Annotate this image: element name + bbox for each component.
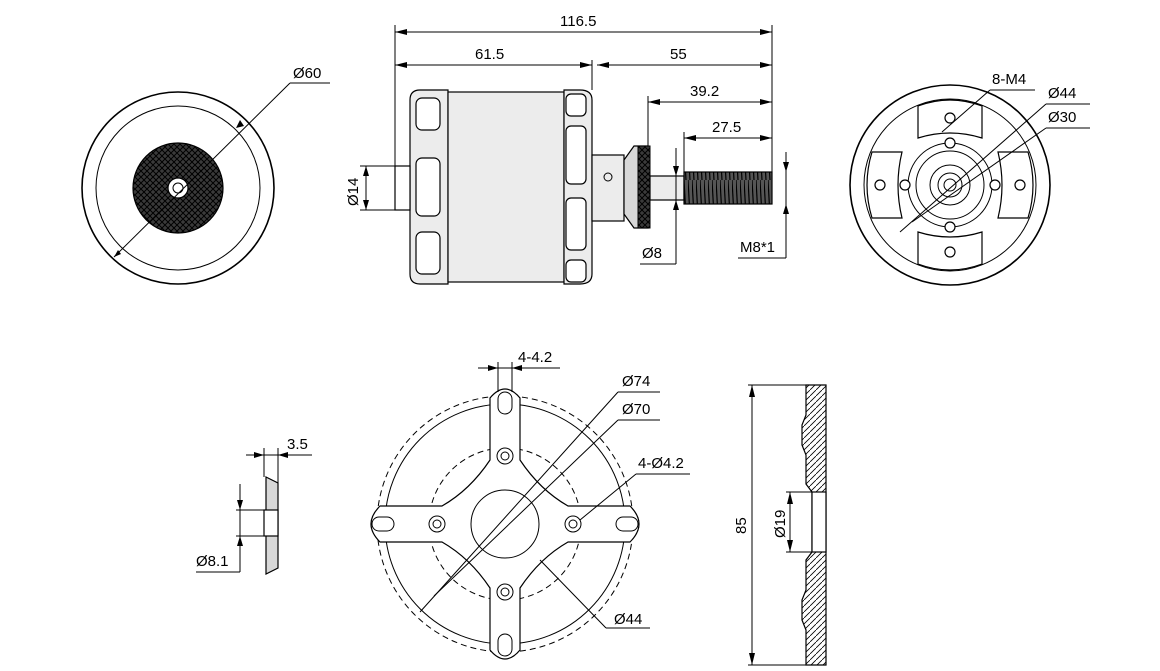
side-view: 116.5 61.5 55 39.2 27.5 Ø14 bbox=[345, 13, 789, 285]
mount-hole bbox=[874, 179, 886, 191]
dim-body-length: 61.5 bbox=[475, 46, 504, 63]
rear-shaft-stub bbox=[394, 165, 411, 211]
dim-overall-length: 116.5 bbox=[560, 13, 596, 30]
mount-hole bbox=[944, 221, 956, 233]
front-collar bbox=[591, 154, 625, 222]
front-center-hole bbox=[172, 182, 184, 194]
dim-mount-holes: 8-M4 bbox=[992, 71, 1026, 88]
dim-mount-circle-inner: Ø30 bbox=[1048, 109, 1076, 126]
cross-mount-view: 4-4.2 Ø74 Ø70 4-Ø4.2 Ø44 bbox=[370, 349, 690, 660]
cross-arms bbox=[370, 388, 640, 660]
bell-slot bbox=[415, 157, 441, 217]
mount-hole bbox=[944, 246, 956, 258]
dim-thread-length: 27.5 bbox=[712, 119, 741, 136]
spacer-view: 3.5 Ø8.1 bbox=[196, 436, 312, 575]
dim-thread-spec: M8*1 bbox=[740, 239, 775, 256]
threaded-shaft bbox=[683, 171, 773, 205]
dim-spacer-bore: Ø8.1 bbox=[196, 553, 229, 570]
rear-outer-circle bbox=[849, 84, 1051, 286]
front-outer-circle bbox=[81, 91, 275, 285]
bell-slot bbox=[415, 231, 441, 275]
mount-hole bbox=[944, 112, 956, 124]
front-center-hub bbox=[167, 177, 189, 199]
dim-cross-circle-outer: Ø74 bbox=[622, 373, 650, 390]
dim-cross-circle-mid: Ø70 bbox=[622, 401, 650, 418]
shaft bbox=[649, 175, 685, 201]
dia60-leader bbox=[113, 82, 291, 258]
dim-cross-slot: 4-4.2 bbox=[518, 349, 552, 366]
cross-center-bore bbox=[470, 489, 540, 559]
bell-slot bbox=[415, 97, 441, 131]
motor-body bbox=[447, 91, 565, 283]
arm-slot bbox=[615, 516, 639, 532]
dim-shaft-base-dia: Ø14 bbox=[345, 178, 362, 206]
dim-cross-circle-inner: Ø44 bbox=[614, 611, 642, 628]
dim-shaft-dia: Ø8 bbox=[642, 245, 662, 262]
mount-section-view: 85 Ø19 bbox=[733, 384, 827, 666]
dim-mount-bore: Ø19 bbox=[772, 510, 789, 538]
front-inner-circle bbox=[95, 105, 261, 271]
dim-mount-circle-outer: Ø44 bbox=[1048, 85, 1076, 102]
mount-hole bbox=[1014, 179, 1026, 191]
dim-spacer-thickness: 3.5 bbox=[287, 436, 308, 453]
dim-shaft-from-flange: 39.2 bbox=[690, 83, 719, 100]
dim-front-outer-dia: Ø60 bbox=[293, 65, 321, 82]
dim-cross-holes: 4-Ø4.2 bbox=[638, 455, 684, 472]
arm-slot bbox=[497, 633, 513, 657]
dim-shaft-total: 55 bbox=[670, 46, 687, 63]
arm-slot bbox=[371, 516, 395, 532]
mount-hole bbox=[899, 179, 911, 191]
mount-hole bbox=[989, 179, 1001, 191]
bell-right bbox=[563, 89, 593, 285]
dim-mount-height: 85 bbox=[733, 517, 750, 534]
rear-view: 8-M4 Ø44 Ø30 bbox=[849, 71, 1090, 286]
mount-hole bbox=[944, 137, 956, 149]
front-view: Ø60 bbox=[81, 65, 330, 285]
arm-slot bbox=[497, 391, 513, 415]
